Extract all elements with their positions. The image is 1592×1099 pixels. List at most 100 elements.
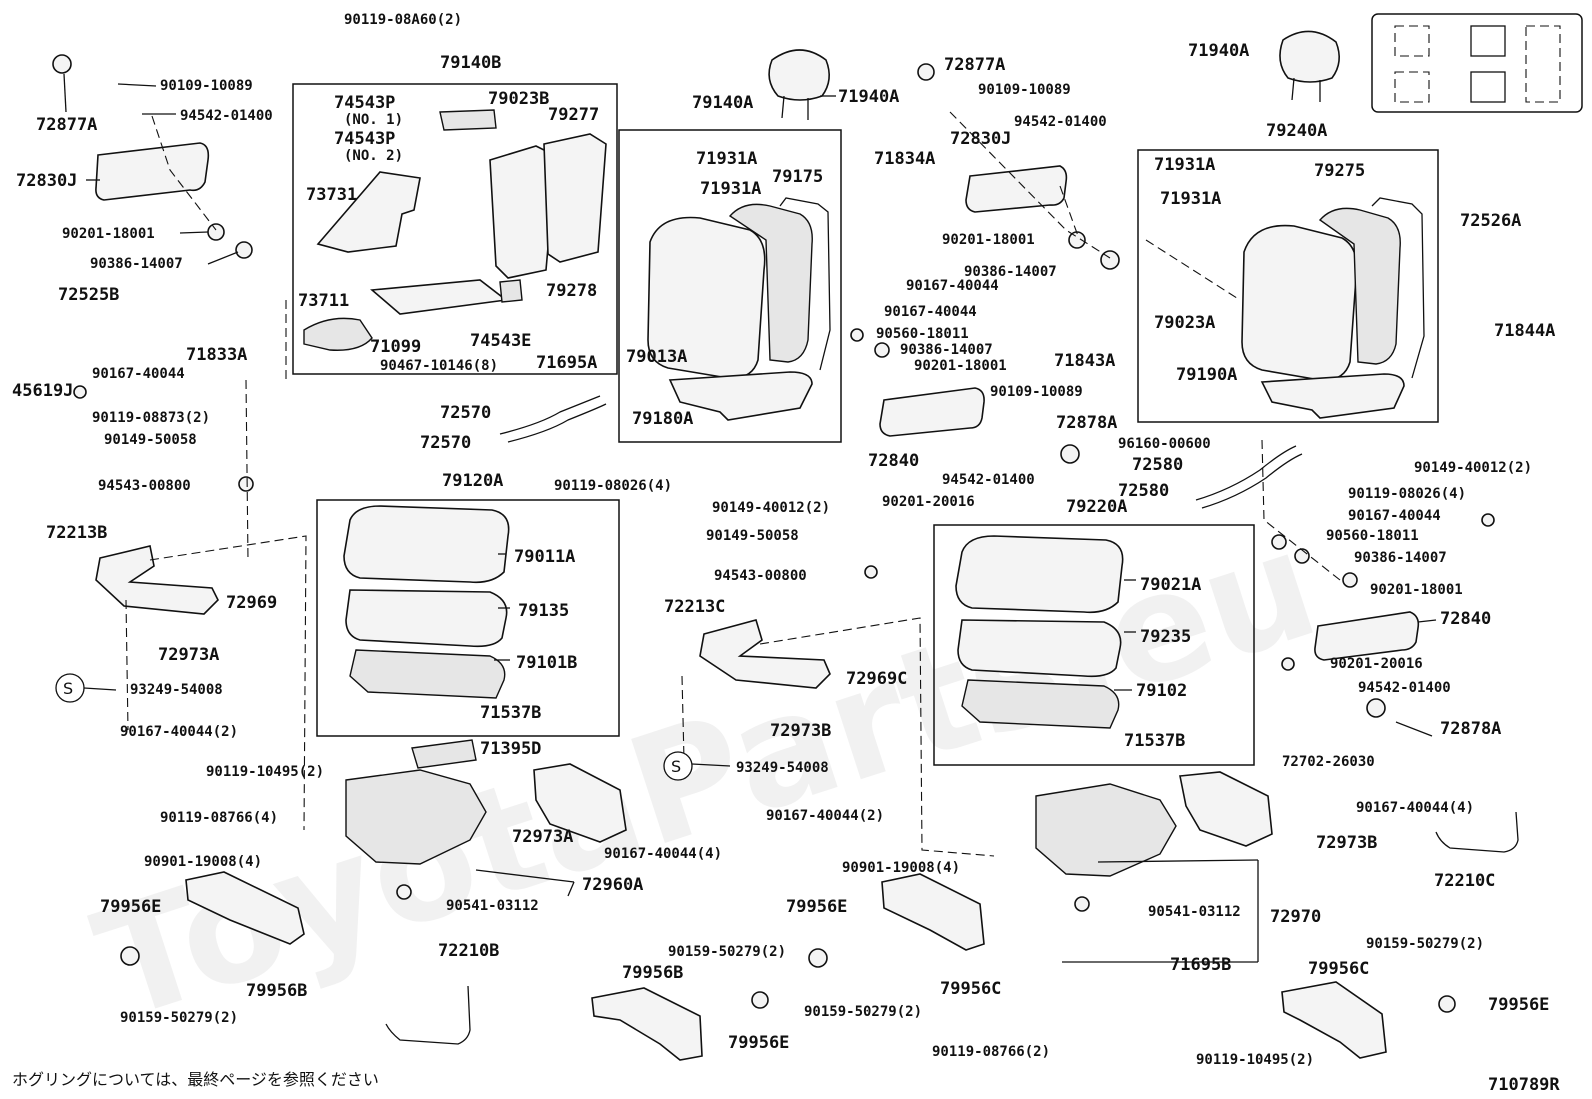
- part-label: 72973A: [512, 827, 573, 847]
- seatback-79240A: [1241, 197, 1425, 419]
- group-box-79240A: [1137, 149, 1439, 423]
- part-label: 79240A: [1266, 121, 1327, 141]
- armrest-72830J-center: [965, 165, 1068, 213]
- part-label: 72878A: [1440, 719, 1501, 739]
- part-label: 72702-26030: [1282, 754, 1375, 770]
- part-label: 79023B: [488, 89, 549, 109]
- part-label: 71843A: [1054, 351, 1115, 371]
- part-label: 94542-01400: [1014, 114, 1107, 130]
- part-label: 90167-40044(2): [766, 808, 884, 824]
- part-label: 72973A: [158, 645, 219, 665]
- part-label: 79220A: [1066, 497, 1127, 517]
- part-label: 71931A: [1160, 189, 1221, 209]
- part-label: 96160-00600: [1118, 436, 1211, 452]
- part-label: 94543-00800: [714, 568, 807, 584]
- part-label: 93249-54008: [130, 682, 223, 698]
- cable-72570: [499, 395, 607, 443]
- part-label: 79956E: [1488, 995, 1549, 1015]
- fasteners: [52, 54, 1495, 1013]
- cushion-79235: [957, 619, 1122, 678]
- part-label: 72969C: [846, 669, 907, 689]
- part-label: 90541-03112: [1148, 904, 1241, 920]
- cover-79956B-left: [185, 871, 305, 945]
- s-marker-left-text: S: [63, 679, 73, 698]
- part-label: 90901-19008(4): [144, 854, 262, 870]
- part-label: 90386-14007: [1354, 550, 1447, 566]
- part-label: (NO. 2): [344, 148, 403, 164]
- part-label: 79956B: [622, 963, 683, 983]
- part-label: 72830J: [16, 171, 77, 191]
- group-box-79140A: [618, 129, 842, 443]
- leader-lines: [63, 73, 1437, 963]
- part-label: 79235: [1140, 627, 1191, 647]
- part-label: 90167-40044: [906, 278, 999, 294]
- part-label: 90119-08873(2): [92, 410, 210, 426]
- part-label: 90386-14007: [90, 256, 183, 272]
- part-label: 94542-01400: [180, 108, 273, 124]
- s-marker-center: S: [663, 751, 693, 781]
- part-label: 79956C: [1308, 959, 1369, 979]
- part-label: 79956E: [786, 897, 847, 917]
- dashed-guides: [125, 111, 1341, 857]
- part-label: 71931A: [696, 149, 757, 169]
- part-label: 72210C: [1434, 871, 1495, 891]
- part-label: 79277: [548, 105, 599, 125]
- part-label: 71099: [370, 337, 421, 357]
- diagram-code: 710789R: [1488, 1075, 1560, 1095]
- part-label: 90109-10089: [990, 384, 1083, 400]
- part-label: 90201-18001: [1370, 582, 1463, 598]
- part-label: 90560-18011: [876, 326, 969, 342]
- part-label: 94542-01400: [1358, 680, 1451, 696]
- part-label: 72840: [868, 451, 919, 471]
- footer-note: ホグリングについては、最終ページを参照ください: [12, 1070, 379, 1089]
- seat-79140B: [303, 109, 607, 351]
- cover-79956C-center: [881, 873, 985, 951]
- part-label: 72877A: [36, 115, 97, 135]
- part-label: 90167-40044: [1348, 508, 1441, 524]
- part-label: 79175: [772, 167, 823, 187]
- part-label: 79135: [518, 601, 569, 621]
- part-label: 90541-03112: [446, 898, 539, 914]
- part-label: 79180A: [632, 409, 693, 429]
- part-label: 45619J: [12, 381, 73, 401]
- cushion-79021A: [955, 535, 1124, 614]
- part-label: 79013A: [626, 347, 687, 367]
- part-label: 79278: [546, 281, 597, 301]
- part-label: 72213B: [46, 523, 107, 543]
- part-label: 72580: [1118, 481, 1169, 501]
- part-label: 71537B: [480, 703, 541, 723]
- part-label: 90119-08026(4): [554, 478, 672, 494]
- part-label: 90201-20016: [1330, 656, 1423, 672]
- part-label: 79956E: [100, 897, 161, 917]
- part-label: 90167-40044(4): [1356, 800, 1474, 816]
- part-label: (NO. 1): [344, 112, 403, 128]
- part-label: 93249-54008: [736, 760, 829, 776]
- cover-79956C-right: [1281, 981, 1387, 1059]
- part-label: 72526A: [1460, 211, 1521, 231]
- group-box-79120A: [316, 499, 620, 737]
- seat-track-72960A: [345, 739, 487, 865]
- part-label: 72973B: [770, 721, 831, 741]
- part-label: 90159-50279(2): [120, 1010, 238, 1026]
- part-label: 72970: [1270, 907, 1321, 927]
- seatback-79140A: [647, 197, 831, 421]
- part-label: 72878A: [1056, 413, 1117, 433]
- part-label: 79140A: [692, 93, 753, 113]
- armrest-72840-right: [1314, 611, 1420, 661]
- part-label: 71395D: [480, 739, 541, 759]
- s-marker-left: S: [55, 673, 85, 703]
- part-label: 79140B: [440, 53, 501, 73]
- part-label: 71695B: [1170, 955, 1231, 975]
- part-label: 79956E: [728, 1033, 789, 1053]
- part-label: 72973B: [1316, 833, 1377, 853]
- part-label: 71940A: [838, 87, 899, 107]
- cushion-79135: [345, 589, 508, 648]
- part-label: 79956C: [940, 979, 1001, 999]
- cable-72580: [1195, 445, 1303, 509]
- part-label: 79190A: [1176, 365, 1237, 385]
- part-label: 90159-50279(2): [804, 1004, 922, 1020]
- part-label: 79120A: [442, 471, 503, 491]
- part-label: 94542-01400: [942, 472, 1035, 488]
- frame-79102: [961, 679, 1120, 729]
